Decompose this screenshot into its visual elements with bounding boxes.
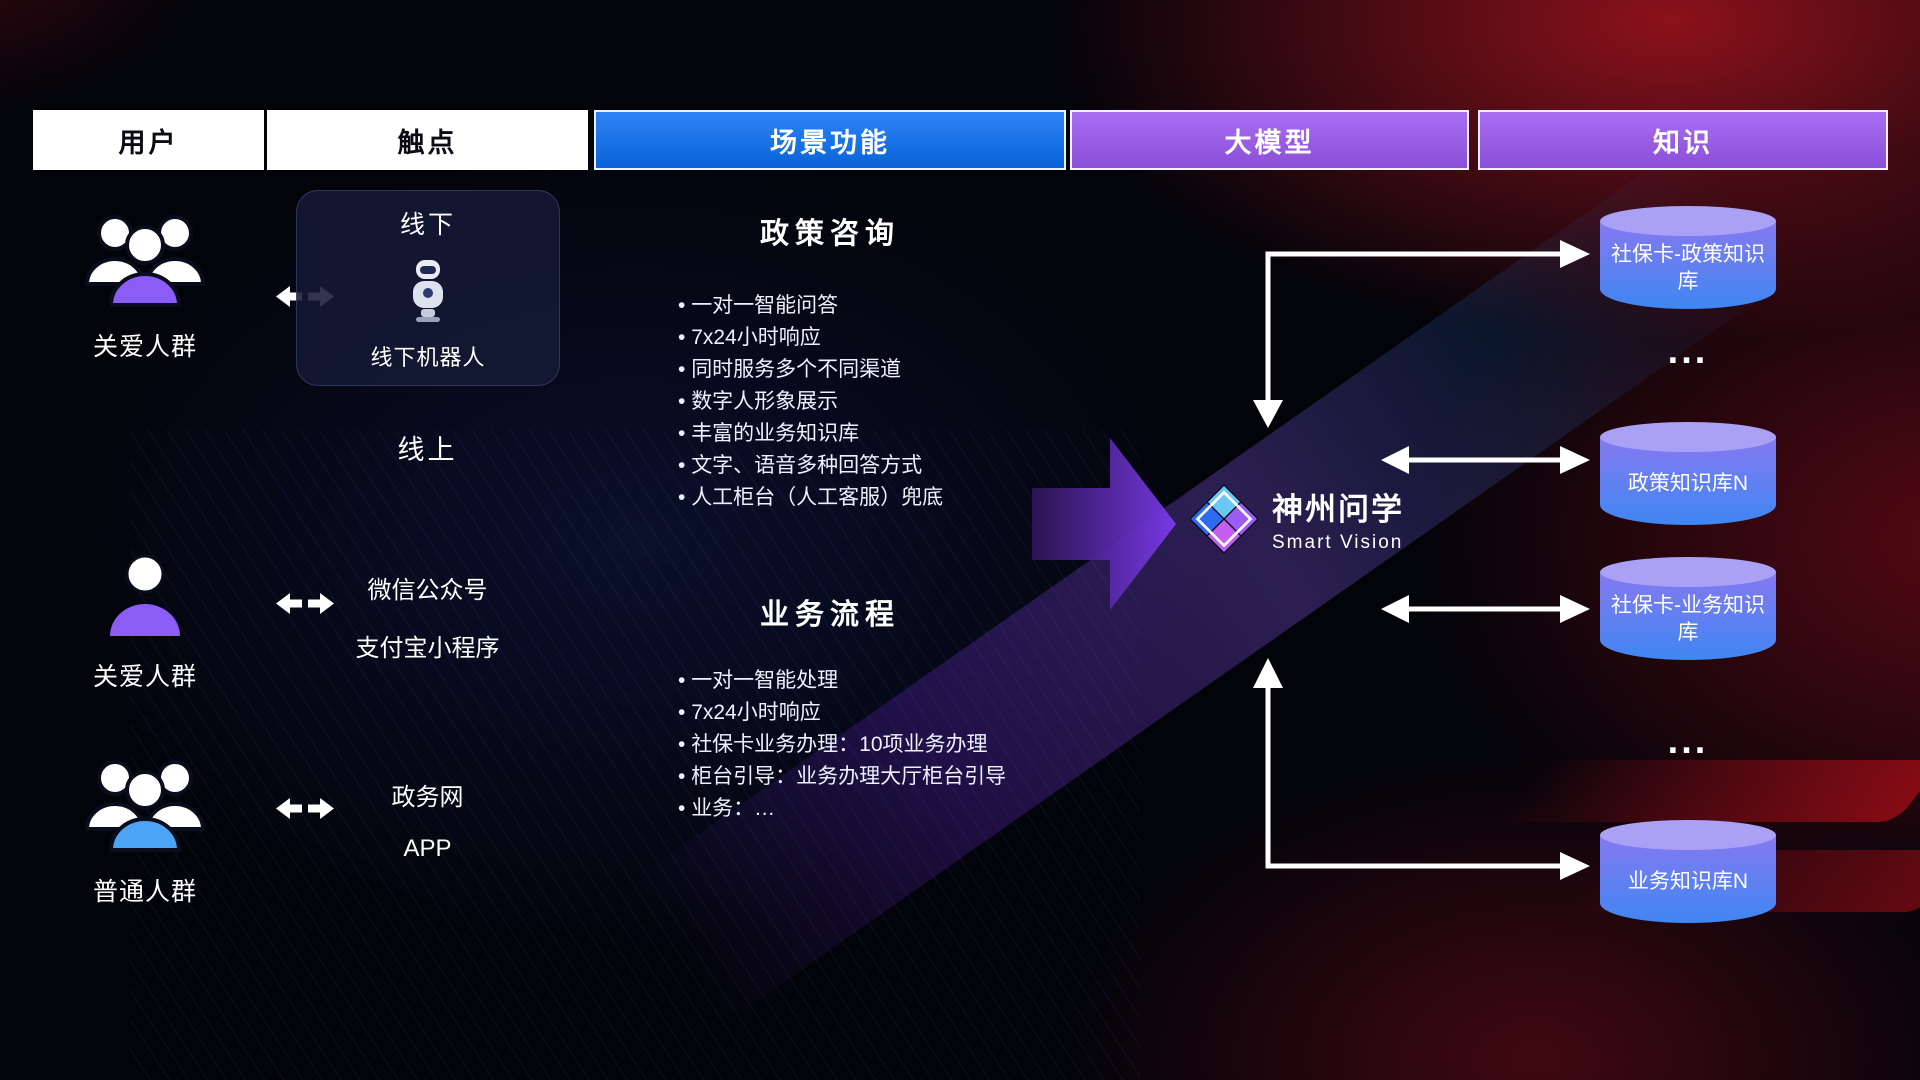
knowledge-db-business-n: 业务知识库N: [1600, 820, 1776, 923]
policy-bullet-list: 一对一智能问答 7x24小时响应 同时服务多个不同渠道 数字人形象展示 丰富的业…: [678, 290, 943, 514]
header-scenarios: 场景功能: [594, 110, 1066, 170]
knowledge-db-business-ssc: 社保卡-业务知识库: [1600, 557, 1776, 660]
db-label: 业务知识库N: [1627, 870, 1749, 893]
gov-web-channel-label: 政务网: [391, 784, 464, 811]
knowledge-db-policy-ssc: 社保卡-政策知识库: [1600, 206, 1776, 309]
user-group-care-1: 关爱人群: [40, 208, 250, 363]
bullet-item: 业务：…: [678, 793, 1006, 825]
offline-touchpoint-card: 线下 线下机器人: [296, 190, 560, 386]
scenario-policy-title: 政策咨询: [759, 218, 900, 250]
business-bullet-list: 一对一智能处理 7x24小时响应 社保卡业务办理：10项业务办理 柜台引导：业务…: [678, 665, 1006, 825]
header-knowledge: 知识: [1478, 110, 1888, 170]
flow-arrow-icon: [1032, 438, 1176, 610]
offline-label: 线下: [399, 211, 456, 239]
bullet-item: 一对一智能处理: [678, 665, 1006, 697]
background-swoosh: [1495, 760, 1920, 822]
offline-robot-label: 线下机器人: [370, 345, 486, 370]
app-channel-label: APP: [403, 835, 452, 862]
knowledge-db-policy-n: 政策知识库N: [1600, 422, 1776, 525]
logo-name: 神州问学: [1272, 492, 1404, 527]
bullet-item: 7x24小时响应: [678, 697, 1006, 729]
bullet-item: 人工柜台（人工客服）兜底: [678, 482, 943, 514]
wechat-channel-label: 微信公众号: [367, 577, 488, 604]
db-label: 社保卡-业务知识库: [1611, 593, 1765, 644]
db-label: 政策知识库N: [1627, 472, 1749, 495]
bullet-item: 7x24小时响应: [678, 322, 943, 354]
db-cylinder-top: [1600, 422, 1776, 452]
db-label: 社保卡-政策知识库: [1611, 242, 1765, 293]
bullet-item: 同时服务多个不同渠道: [678, 354, 943, 386]
user-label: 关爱人群: [92, 663, 197, 691]
alipay-channel-label: 支付宝小程序: [355, 635, 500, 662]
group-people-icon: [84, 215, 206, 307]
user-label: 关爱人群: [92, 333, 197, 361]
bidirectional-arrow-icon: [276, 593, 334, 614]
user-label: 普通人群: [92, 878, 197, 906]
online-label: 线上: [397, 435, 458, 465]
bullet-item: 丰富的业务知识库: [678, 418, 943, 450]
bullet-item: 文字、语音多种回答方式: [678, 450, 943, 482]
bullet-item: 数字人形象展示: [678, 386, 943, 418]
user-group-ordinary: 普通人群: [40, 753, 250, 908]
knowledge-ellipsis-1: ...: [1667, 330, 1709, 372]
db-cylinder-top: [1600, 820, 1776, 850]
header-touchpoints: 触点: [267, 110, 588, 170]
knowledge-ellipsis-2: ...: [1667, 720, 1709, 762]
db-cylinder-top: [1600, 557, 1776, 587]
logo-diamond-icon: [1190, 485, 1258, 553]
scenario-business-title: 业务流程: [759, 599, 900, 631]
group-people-icon: [84, 760, 206, 852]
single-person-icon: [110, 554, 180, 636]
robot-icon: [413, 259, 443, 322]
bullet-item: 柜台引导：业务办理大厅柜台引导: [678, 761, 1006, 793]
bidirectional-arrow-icon: [276, 798, 334, 819]
header-llm: 大模型: [1070, 110, 1469, 170]
smart-vision-logo: 神州问学 Smart Vision: [1190, 484, 1404, 554]
db-cylinder-top: [1600, 206, 1776, 236]
bullet-item: 一对一智能问答: [678, 290, 943, 322]
header-users: 用户: [33, 110, 264, 170]
bullet-item: 社保卡业务办理：10项业务办理: [678, 729, 1006, 761]
user-group-care-2: 关爱人群: [40, 552, 250, 693]
logo-subtitle: Smart Vision: [1272, 532, 1404, 553]
